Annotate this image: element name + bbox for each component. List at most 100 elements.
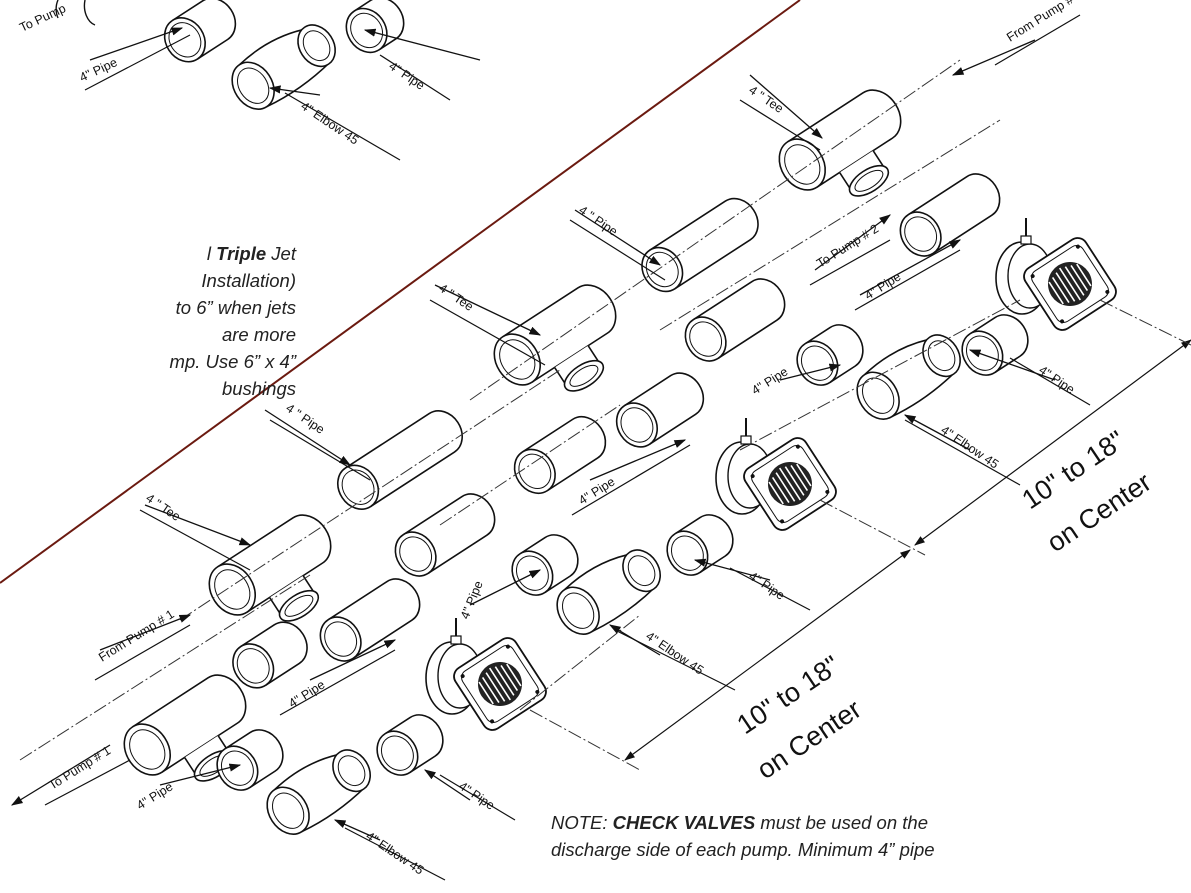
leader-jet2-pipe [589, 439, 687, 481]
pipe-middle-to-tee [394, 493, 496, 577]
extension-line-jet2 [819, 499, 926, 556]
leader-to-pump1 [11, 744, 111, 806]
leader-to-pump2 [814, 214, 891, 271]
label-jet2-short-pipe: 4" Pipe [458, 579, 486, 621]
tee-pump2 [778, 89, 902, 197]
dimension-line-lower [624, 549, 911, 761]
section-divider-line [0, 0, 801, 584]
leader-from-pump2 [951, 39, 1036, 76]
leader-tee-pump1 [144, 504, 252, 546]
leader-jet3-pipe [859, 239, 962, 296]
top-pipe-1 [163, 0, 237, 63]
pipe-jet2-feed [615, 372, 705, 448]
leader-top-pipe-2 [363, 28, 481, 61]
pipe-jet3-right [961, 314, 1029, 376]
label-jet2-pipe-underline [571, 444, 691, 516]
tee-pump1 [208, 514, 332, 622]
label-jet1-short-pipe: 4" Pipe [134, 780, 175, 813]
note-prefix: NOTE: [551, 812, 613, 833]
top-elbow-45 [231, 24, 336, 110]
top-installation-note: l Triple Jet Installation) to 6” when je… [160, 240, 296, 402]
centerline-jet2 [739, 299, 1021, 451]
label-from-pump2-underline [994, 14, 1081, 66]
jet-2 [715, 418, 837, 531]
label-jet1-right-pipe-underline [439, 774, 516, 821]
top-note-line2: to 6” when jets are more [175, 297, 296, 345]
label-jet3-short-pipe: 4" Pipe [749, 365, 790, 398]
pipe-pump1-to-jet1 [319, 578, 421, 662]
label-elbow-jet1-underline [344, 827, 446, 881]
pipe-pump2-to-jet3 [899, 173, 1001, 257]
top-note-line1-prefix: l [206, 243, 217, 264]
pipe-to-pump2 [684, 278, 786, 362]
label-top-pipe: 4" Pipe [77, 55, 119, 85]
jet-1 [425, 618, 547, 731]
dimension-line-upper [914, 339, 1191, 546]
pipe-middle-long [336, 410, 463, 510]
label-top-elbow: 4" Elbow 45 [298, 99, 361, 148]
label-lower-pipe-underline [279, 649, 396, 716]
pipe-lower-short [232, 621, 308, 689]
label-elbow-jet1: 4" Elbow 45 [363, 829, 426, 878]
top-note-triple: Triple [216, 243, 267, 264]
note-line2: discharge side of each pump. Minimum 4” … [551, 839, 935, 860]
label-to-pump1: To Pump # 1 [46, 743, 113, 792]
leader-jet2-short-pipe [469, 569, 542, 606]
jet-3 [995, 218, 1117, 331]
top-note-line1-suffix: Jet Installation) [201, 243, 296, 291]
label-tee-middle: 4 " Tee [436, 281, 476, 314]
pipe-upper-long [641, 197, 759, 293]
label-jet3-right-pipe: 4" Pipe [1036, 363, 1077, 397]
pipe-jet2-right [666, 514, 734, 576]
leader-tee-pump2 [749, 74, 823, 139]
leader-lower-pipe [309, 639, 397, 681]
note-line1-rest: must be used on the [755, 812, 928, 833]
label-tee-pump2-underline [739, 99, 821, 151]
label-middle-pipe-underline [269, 419, 371, 481]
label-jet1-right-pipe: 4" Pipe [456, 779, 497, 813]
leader-jet1-right-pipe [424, 769, 471, 801]
pipe-middle-short [513, 415, 607, 495]
leader-top-elbow [268, 85, 321, 96]
elbow-jet3 [856, 334, 961, 420]
label-top-pipe-2: 4" Pipe [386, 59, 427, 93]
top-pipe-2 [345, 0, 405, 54]
top-pipe-edge [55, 0, 59, 19]
top-pipe-edge-2 [83, 0, 96, 26]
label-lower-pipe: 4" Pipe [286, 678, 327, 711]
leader-upper-pipe [574, 209, 661, 266]
check-valve-note: NOTE: CHECK VALVES must be used on the d… [551, 809, 1191, 863]
extension-line-jet1 [529, 709, 641, 771]
leader-top-pipe [89, 27, 184, 61]
label-tee-pump2: 4 " Tee [746, 83, 786, 116]
tee-middle [493, 284, 617, 392]
label-top-pipe-underline [84, 34, 191, 91]
leader-middle-pipe [264, 409, 351, 466]
centerline-pump1-return [19, 574, 311, 761]
centerline-pump1-supply [179, 369, 561, 621]
centerline-upper [659, 119, 1001, 331]
label-tee-middle-underline [429, 299, 546, 366]
label-elbow-jet3: 4" Elbow 45 [938, 423, 1001, 472]
label-from-pump1-underline [94, 624, 191, 681]
label-jet3-pipe-underline [854, 249, 961, 311]
label-elbow-jet3-underline [904, 419, 1021, 486]
leader-elbow-jet1 [333, 819, 381, 841]
label-tee-pump1-underline [139, 509, 251, 571]
label-jet2-right-pipe: 4" Pipe [746, 569, 787, 603]
extension-line-jet3 [1099, 299, 1191, 346]
fittings-group [55, 0, 1029, 835]
label-upper-pipe: 4 " Pipe [576, 203, 620, 239]
centerline-mid [439, 404, 621, 526]
label-from-pump2: From Pump # 2 [1004, 0, 1085, 45]
label-to-pump2-underline [809, 239, 891, 286]
note-check-valves: CHECK VALVES [612, 812, 756, 833]
leader-jet1-short-pipe [159, 763, 242, 786]
label-tee-pump1: 4 " Tee [143, 491, 183, 524]
label-top-to-pump: To Pump [17, 1, 68, 35]
label-top-elbow-underline [284, 92, 401, 161]
label-top-pipe-2-underline [379, 54, 451, 101]
pipe-jet1-right [376, 714, 444, 776]
